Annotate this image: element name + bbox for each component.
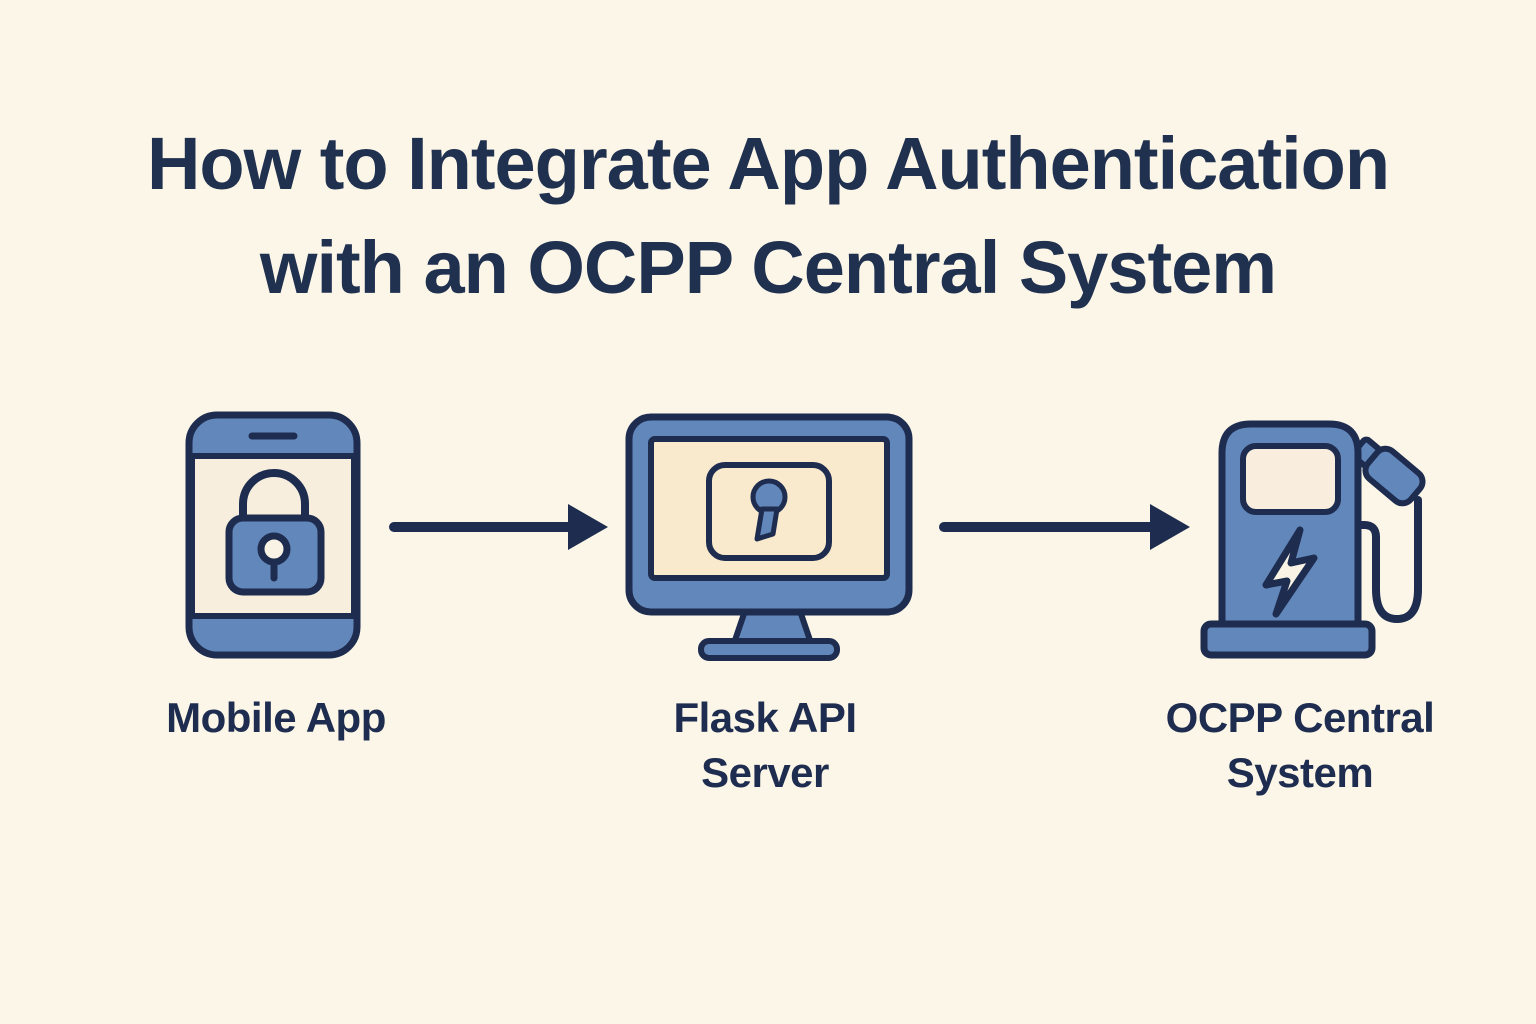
label-line: Mobile App bbox=[166, 694, 386, 741]
charger-base bbox=[1200, 620, 1376, 659]
label-line: System bbox=[1226, 749, 1374, 797]
label-line: Flask API bbox=[673, 694, 857, 741]
arrow-head bbox=[568, 504, 608, 550]
monitor-keyhole-icon bbox=[625, 413, 913, 661]
node-label-mobile-app: Mobile App bbox=[76, 690, 476, 745]
padlock-keyhole bbox=[257, 532, 291, 566]
ev-charging-station-icon bbox=[1200, 420, 1426, 659]
node-label-ocpp-central-system: OCPP Central System bbox=[1100, 690, 1500, 801]
charger-screen bbox=[1240, 443, 1341, 515]
page-title-line-1: How to Integrate App Authentication bbox=[146, 122, 1390, 205]
smartphone-lock-icon bbox=[185, 411, 361, 659]
keyhole-stem bbox=[754, 506, 780, 542]
plug-body bbox=[1362, 445, 1426, 507]
page-title: How to Integrate App Authentication with… bbox=[0, 112, 1536, 319]
charger-cable bbox=[1352, 496, 1422, 624]
node-label-flask-api-server: Flask API Server bbox=[565, 690, 965, 801]
label-line: Server bbox=[701, 749, 829, 797]
arrow-head bbox=[1150, 504, 1190, 550]
padlock-icon bbox=[225, 469, 325, 596]
padlock-shackle bbox=[239, 469, 309, 526]
monitor-base bbox=[698, 638, 840, 661]
lightning-bolt-icon bbox=[1262, 526, 1318, 618]
keyhole-icon bbox=[750, 478, 788, 542]
arrow-server-to-ocpp bbox=[939, 504, 1190, 550]
label-line: OCPP Central bbox=[1165, 694, 1435, 741]
arrow-mobile-to-server bbox=[389, 504, 608, 550]
page-title-line-2: with an OCPP Central System bbox=[259, 225, 1277, 309]
